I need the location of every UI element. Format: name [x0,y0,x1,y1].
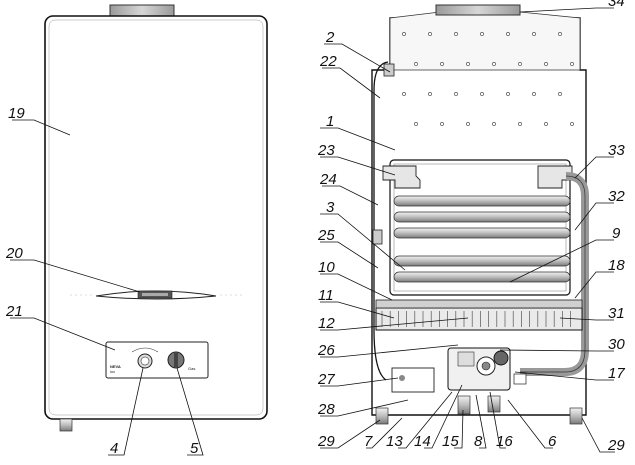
mounting-hole [428,92,432,96]
mounting-hole [492,122,496,126]
fitting-foot-right-left [375,407,389,425]
callout-9: 9 [612,225,621,242]
gas-knob-label: Gas [188,366,195,371]
callout-19: 19 [8,105,25,122]
mounting-hole [506,92,510,96]
mounting-hole [466,122,470,126]
callout-6: 6 [548,433,557,450]
callout-27: 27 [317,371,335,388]
mounting-holes [402,32,574,126]
power-label: lux [110,369,115,374]
callout-10: 10 [318,259,335,276]
burner-slots [381,311,571,327]
callout-14: 14 [414,433,431,450]
mounting-hole [402,92,406,96]
front-view: NEVA lux Gas [44,4,268,432]
mounting-hole [402,32,406,36]
mounting-hole [440,122,444,126]
micro-switch [513,373,527,385]
callout-4: 4 [110,440,118,457]
mounting-hole [518,62,522,66]
callout-20: 20 [5,245,23,262]
flue-collar-right [435,4,521,16]
callout-8: 8 [474,433,483,450]
mounting-hole [428,32,432,36]
electronic-unit [391,367,435,393]
cold-water-inlet [457,395,471,415]
front-casing [44,15,268,420]
callout-1: 1 [326,113,334,130]
mounting-hole [480,92,484,96]
callout-7: 7 [364,433,373,450]
mounting-hole [558,32,562,36]
callout-24: 24 [319,171,337,188]
callout-17: 17 [608,365,625,382]
gas-valve-knob[interactable] [493,350,509,366]
mounting-hole [570,62,574,66]
callout-23: 23 [317,142,335,159]
callout-22: 22 [319,53,337,70]
callout-11: 11 [318,287,334,304]
callout-25: 25 [317,227,335,244]
bracket-right [537,165,573,189]
mounting-hole [544,62,548,66]
burner-manifold [375,299,583,309]
callout-labels: 19 20 21 4 5 2 22 1 23 24 3 25 10 11 12 … [5,0,625,457]
callout-32: 32 [608,188,625,205]
callout-33: 33 [608,142,625,159]
leader-lines [10,7,615,456]
callout-18: 18 [608,257,625,274]
callout-21: 21 [5,303,23,320]
mounting-hole [454,92,458,96]
callout-31: 31 [608,305,625,322]
mounting-hole [440,62,444,66]
callout-2: 2 [325,29,335,46]
mounting-hole [532,92,536,96]
callout-15: 15 [442,433,459,450]
mounting-hole [570,122,574,126]
flue-collar-left [109,4,175,17]
mounting-hole [558,92,562,96]
mounting-hole [544,122,548,126]
gas-inlet [487,395,501,413]
fitting-foot-right-right [569,407,583,425]
flue-hood [389,11,581,71]
internal-view [371,4,589,425]
callout-5: 5 [190,440,199,457]
callout-29-right: 29 [607,437,625,454]
mounting-hole [506,32,510,36]
callout-16: 16 [496,433,513,450]
callout-34: 34 [608,0,625,10]
front-casing-inner-edge [48,19,264,416]
mounting-hole [414,62,418,66]
bracket-left [382,165,421,189]
mounting-hole [532,32,536,36]
mounting-hole [466,62,470,66]
callout-26: 26 [317,342,335,359]
control-panel [105,341,209,379]
mounting-hole [492,62,496,66]
callout-30: 30 [608,336,625,353]
mounting-hole [518,122,522,126]
callout-28: 28 [317,401,335,418]
sensor-top [383,63,395,77]
callout-29-left: 29 [317,433,335,450]
mounting-hole [414,122,418,126]
heat-exchanger-coils [393,195,571,283]
sensor-side [372,229,383,245]
fitting-foot-left [59,418,73,432]
callout-13: 13 [386,433,403,450]
mounting-hole [480,32,484,36]
callout-3: 3 [326,199,335,216]
wire-left [373,61,389,381]
callout-12: 12 [318,315,335,332]
mounting-hole [454,32,458,36]
brand-label: NEVA [110,364,121,369]
